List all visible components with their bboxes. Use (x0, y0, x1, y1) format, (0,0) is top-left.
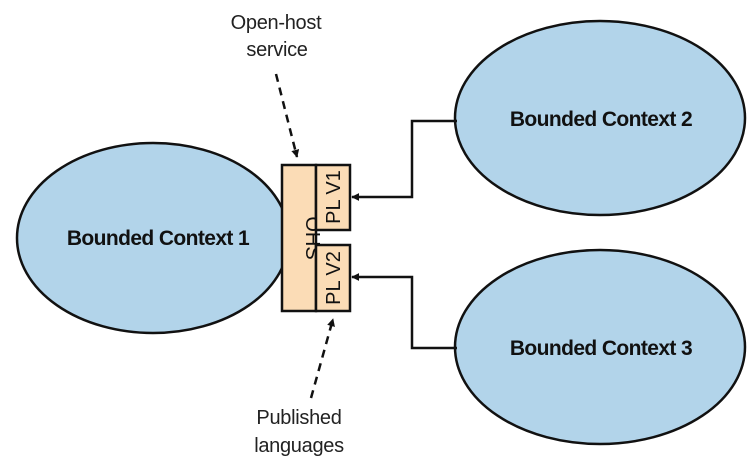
dashed-arrow-open-host (274, 73, 300, 158)
pl-v2-box: PL V2 (314, 243, 352, 313)
pl-v2-label: PL V2 (323, 251, 345, 305)
pl-v1-box-shape (314, 163, 352, 232)
annotation-open-host-line2: service (246, 39, 307, 61)
connector-bc2-to-pl-v1 (351, 119, 457, 201)
annotation-open-host-service: Open-host service (231, 12, 323, 61)
bounded-context-2-label: Bounded Context 2 (510, 108, 692, 131)
ohs-box-shape (280, 163, 318, 313)
dashed-arrow-published (309, 318, 335, 399)
bounded-context-2: Bounded Context 2 (453, 19, 747, 217)
annotation-published-line2: languages (254, 435, 344, 457)
bounded-context-1: Bounded Context 1 (15, 141, 291, 335)
annotation-open-host-line1: Open-host (231, 12, 322, 34)
bounded-context-3-label: Bounded Context 3 (510, 337, 692, 360)
pl-v1-box: PL V1 (314, 163, 352, 232)
ohs-box: OHS (280, 163, 323, 313)
bounded-context-2-shape (453, 19, 747, 217)
annotation-published-languages: Published languages (254, 407, 344, 457)
pl-v1-label: PL V1 (323, 170, 345, 224)
pl-v2-box-shape (314, 243, 352, 313)
bounded-context-1-label: Bounded Context 1 (67, 227, 250, 250)
bounded-context-3: Bounded Context 3 (453, 248, 747, 446)
connector-bc3-to-pl-v2 (351, 273, 457, 350)
annotation-published-line1: Published (256, 407, 341, 429)
